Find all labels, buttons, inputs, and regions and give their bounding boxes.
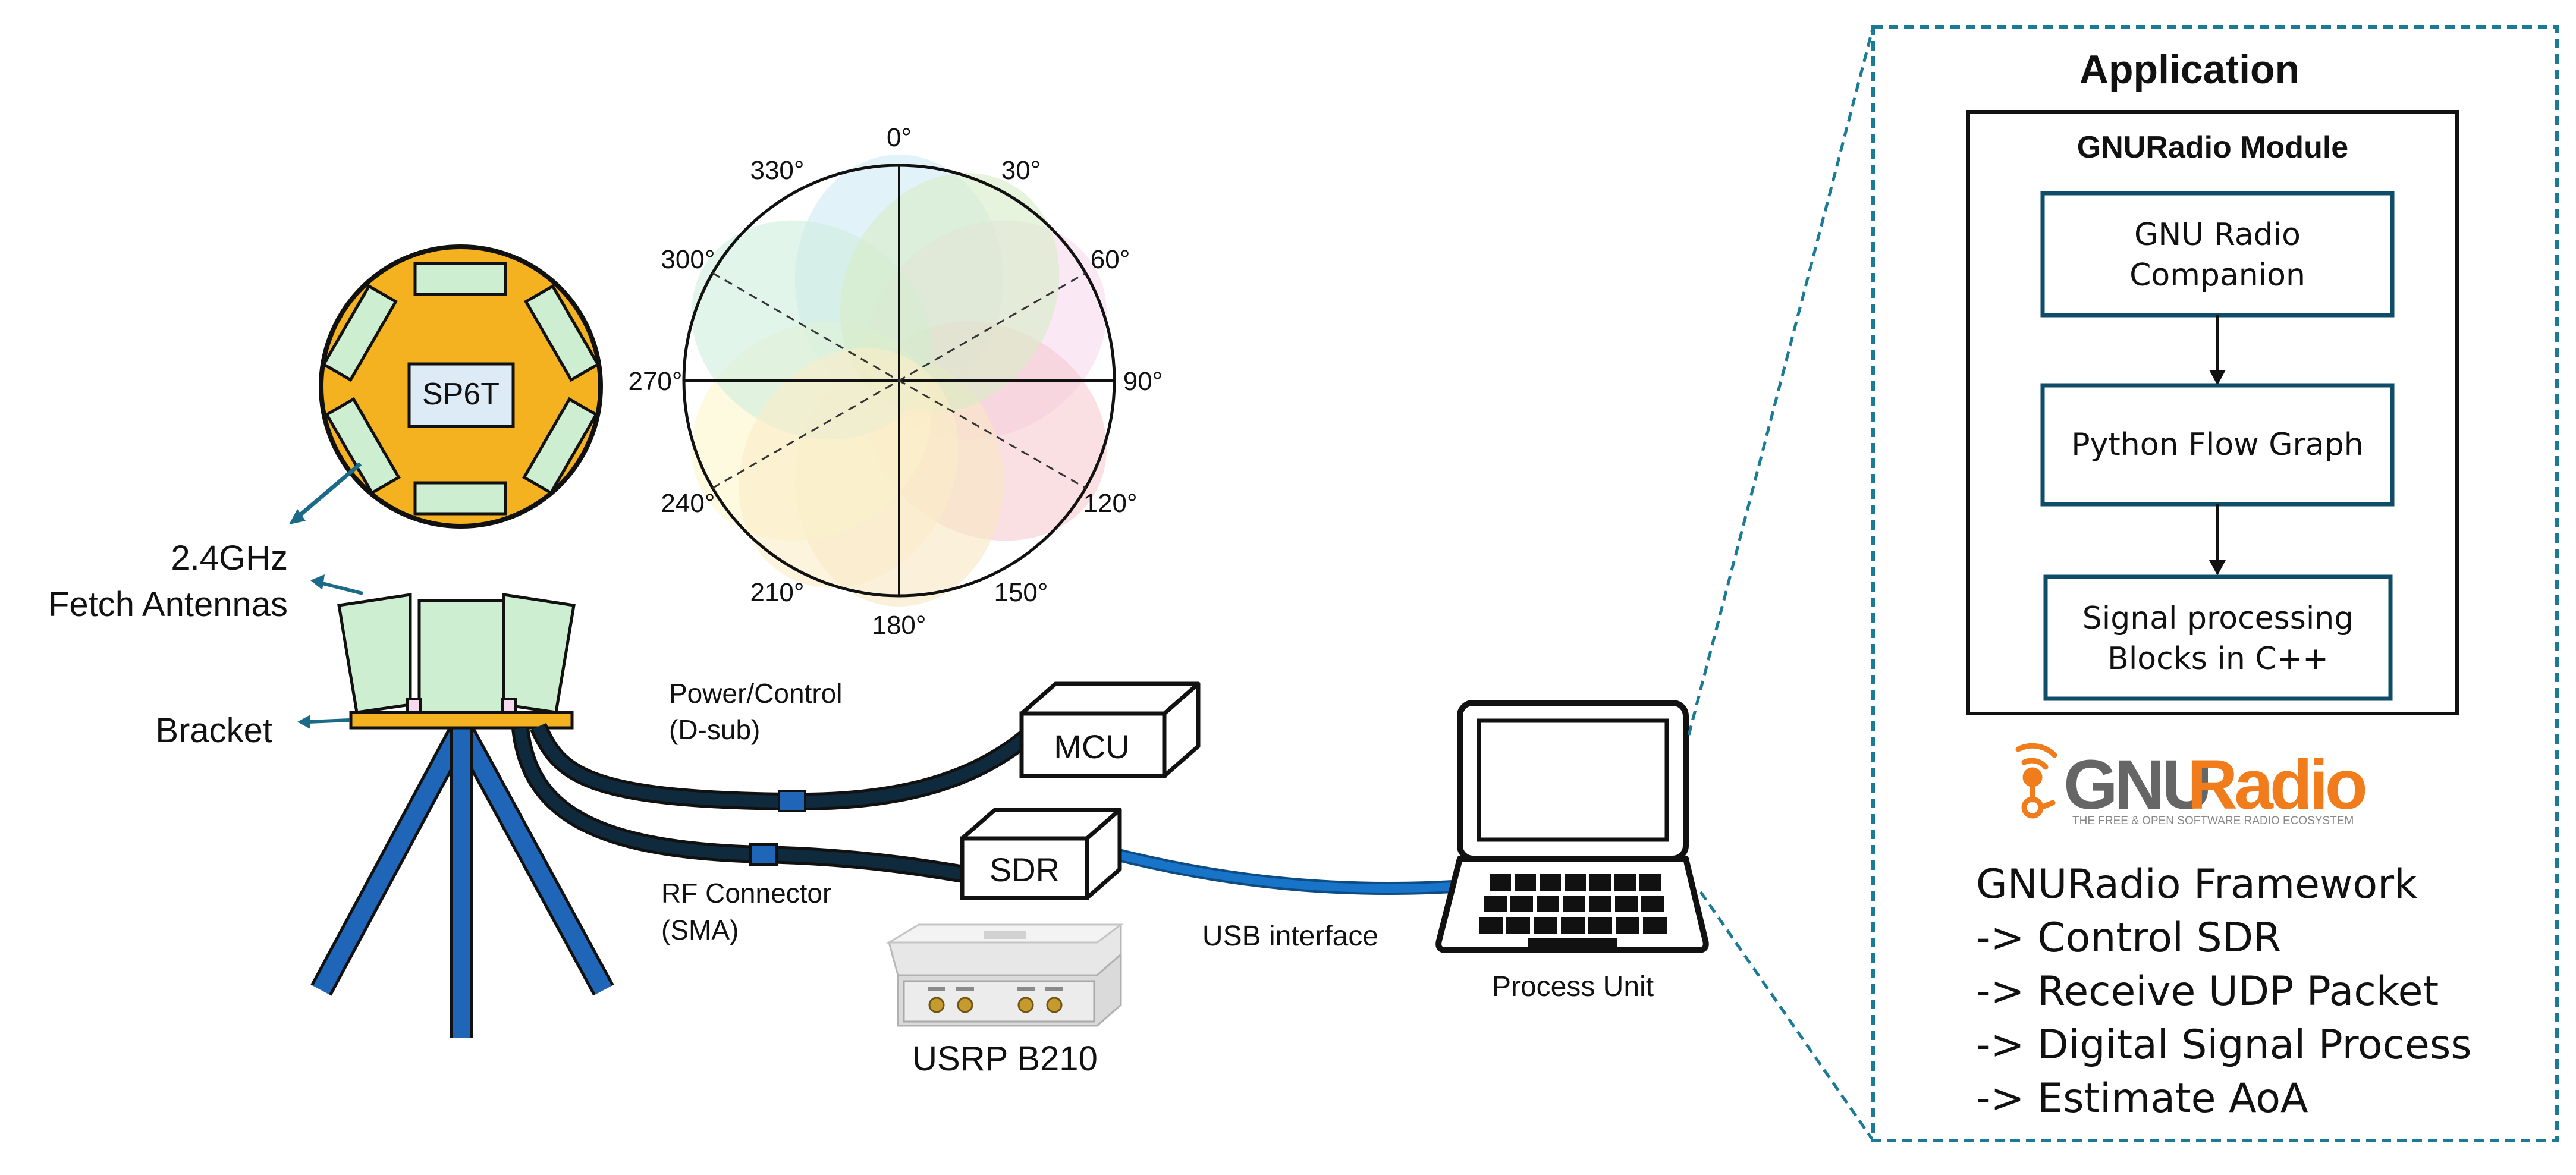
block-cpp	[2043, 574, 2393, 701]
laptop-key	[1537, 896, 1559, 912]
application-panel: Application GNURadio Module GNU Radio Co…	[1871, 25, 2559, 1142]
block-python	[2040, 383, 2395, 507]
laptop-key	[1614, 874, 1636, 891]
laptop-key	[1639, 874, 1661, 891]
laptop-key	[1479, 917, 1503, 934]
logo-text-radio: Radio	[2187, 746, 2365, 824]
angle-label: 30°	[1001, 156, 1041, 185]
tripod	[310, 722, 614, 1038]
angle-label: 270°	[628, 367, 682, 396]
angle-label: 120°	[1083, 489, 1138, 518]
laptop-key	[1506, 917, 1530, 934]
antenna-label-name: Fetch Antennas	[48, 585, 288, 624]
framework-item: -> Estimate AoA	[1976, 1075, 2308, 1122]
block-grc-line1: GNU Radio	[2134, 217, 2301, 253]
usrp-device-image	[885, 923, 1124, 1027]
block-grc-line2: Companion	[2129, 257, 2305, 293]
radiation-pattern: 0° 30° 60° 90° 120° 150° 180° 210° 240° 270° 300° 3…	[628, 123, 1163, 640]
laptop-key	[1565, 874, 1586, 891]
angle-label: 330°	[750, 156, 804, 185]
laptop-key	[1484, 896, 1507, 912]
power-control-label-1: Power/Control	[669, 678, 842, 709]
block-cpp-line2: Blocks in C++	[2107, 641, 2329, 677]
mcu-box: MCU	[1019, 681, 1201, 778]
angle-label: 210°	[750, 578, 804, 607]
antenna-side-view	[337, 593, 576, 730]
sdr-box: SDR	[960, 808, 1122, 900]
laptop-key	[1615, 896, 1638, 912]
mcu-label: MCU	[1054, 728, 1130, 765]
laptop-icon	[1435, 700, 1709, 953]
laptop-key	[1490, 874, 1511, 891]
logo-text-gnu: GNU	[2063, 746, 2209, 824]
laptop-key	[1534, 917, 1557, 934]
sp6t-switch-box	[407, 362, 515, 428]
angle-label: 0°	[887, 123, 912, 152]
framework-item: -> Receive UDP Packet	[1976, 968, 2439, 1015]
process-unit-label: Process Unit	[1492, 971, 1654, 1003]
laptop-key	[1561, 917, 1585, 934]
pattern-lobe	[739, 348, 959, 589]
framework-item: -> Digital Signal Process	[1976, 1022, 2472, 1069]
laptop-key	[1589, 874, 1611, 891]
laptop-key	[1540, 874, 1561, 891]
angle-labels: 0° 30° 60° 90° 120° 150° 180° 210° 240° 270° 300° 3…	[628, 123, 1163, 640]
power-control-label-2: (D-sub)	[669, 714, 760, 745]
application-title: Application	[2079, 47, 2299, 92]
power-control-cable	[530, 722, 1032, 812]
usb-cable	[1103, 845, 1463, 896]
gnuradio-module-title: GNURadio Module	[2077, 130, 2348, 165]
rf-connector-label-2: (SMA)	[661, 915, 739, 945]
framework-title: GNURadio Framework	[1976, 861, 2418, 908]
laptop-keyboard	[1479, 874, 1667, 947]
framework-item: -> Control SDR	[1976, 915, 2281, 962]
sp6t-label: SP6T	[422, 377, 500, 411]
bracket	[349, 711, 574, 730]
gnuradio-logo: GNU Radio THE FREE & OPEN SOFTWARE RADIO…	[2015, 743, 2369, 827]
usrp-label: USRP B210	[912, 1039, 1098, 1078]
laptop-key	[1643, 917, 1667, 934]
sdr-label: SDR	[989, 851, 1060, 888]
block-cpp-line1: Signal processing	[2082, 601, 2354, 636]
antenna-label-freq: 2.4GHz	[171, 539, 288, 577]
rf-connector-label-1: RF Connector	[661, 878, 831, 909]
laptop-key	[1563, 896, 1585, 912]
laptop-key	[1616, 917, 1639, 934]
angle-label: 180°	[872, 611, 926, 640]
rf-cable	[511, 727, 965, 883]
laptop-key	[1589, 896, 1611, 912]
angle-label: 150°	[994, 578, 1048, 607]
angle-label: 240°	[661, 489, 715, 518]
antenna-disk-top-view: SP6T	[289, 244, 603, 529]
angle-label: 90°	[1123, 367, 1163, 396]
laptop-spacebar	[1528, 938, 1617, 947]
angle-label: 60°	[1091, 245, 1130, 274]
gnuradio-framework-list: GNURadio Framework -> Control SDR -> Recei…	[1976, 861, 2472, 1122]
laptop-key	[1515, 874, 1536, 891]
laptop-key	[1641, 896, 1664, 912]
usb-interface-label: USB interface	[1202, 920, 1378, 952]
disk-patch-antennas	[322, 262, 600, 516]
laptop-key	[1510, 896, 1533, 912]
angle-label: 300°	[661, 245, 715, 274]
logo-tagline: THE FREE & OPEN SOFTWARE RADIO ECOSYSTEM	[2072, 815, 2354, 827]
laptop-key	[1588, 917, 1612, 934]
bracket-label: Bracket	[155, 711, 272, 750]
block-grc	[2040, 191, 2395, 318]
block-python-label: Python Flow Graph	[2071, 427, 2364, 463]
